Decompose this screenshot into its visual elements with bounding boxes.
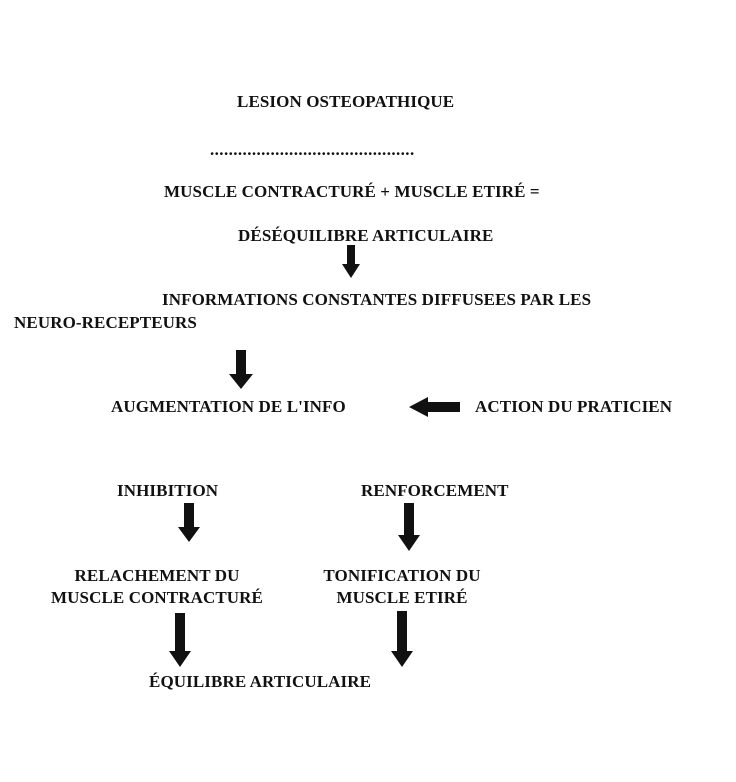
inhibition-label: INHIBITION bbox=[117, 481, 219, 500]
arrow-down-renforcement bbox=[398, 503, 420, 551]
augmentation-label: AUGMENTATION DE L'INFO bbox=[111, 397, 346, 416]
arrow-down-2 bbox=[229, 350, 253, 389]
info-line-1: INFORMATIONS CONSTANTES DIFFUSEES PAR LE… bbox=[162, 290, 592, 309]
renforcement-label: RENFORCEMENT bbox=[361, 481, 509, 500]
tonification-label-line-1: TONIFICATION DU bbox=[323, 566, 481, 585]
arrow-down-relachement bbox=[169, 613, 191, 667]
arrow-down-tonification bbox=[391, 611, 413, 667]
arrow-down-inhibition bbox=[178, 503, 200, 542]
equilibre-label: ÉQUILIBRE ARTICULAIRE bbox=[149, 672, 372, 691]
imbalance-label: DÉSÉQUILIBRE ARTICULAIRE bbox=[238, 226, 494, 245]
info-line-2: NEURO-RECEPTEURS bbox=[14, 313, 197, 332]
equation-line: MUSCLE CONTRACTURÉ + MUSCLE ETIRÉ = bbox=[164, 182, 540, 201]
arrow-down-1 bbox=[342, 245, 360, 278]
relachement-label-line-1: RELACHEMENT DU bbox=[74, 566, 240, 585]
diagram-title: LESION OSTEOPATHIQUE bbox=[237, 92, 455, 111]
arrow-left-action bbox=[409, 397, 460, 417]
action-label: ACTION DU PRATICIEN bbox=[475, 397, 673, 416]
relachement-label-line-2: MUSCLE CONTRACTURÉ bbox=[51, 588, 263, 607]
separator-dots: ........................................… bbox=[210, 140, 415, 159]
tonification-label-line-2: MUSCLE ETIRÉ bbox=[336, 588, 468, 607]
